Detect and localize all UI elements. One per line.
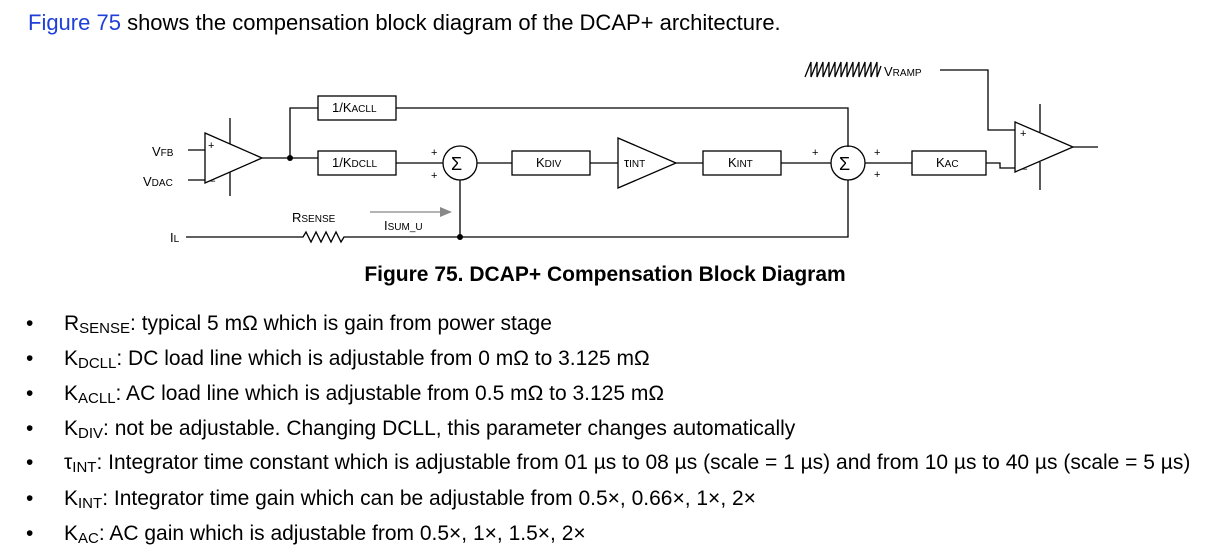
rsense-label: RSENSE: [292, 210, 336, 225]
figure-link[interactable]: Figure 75: [28, 10, 121, 35]
vramp-waveform: [804, 61, 882, 78]
figure-caption: Figure 75. DCAP+ Compensation Block Diag…: [364, 263, 846, 286]
isum-arrow: [370, 207, 452, 217]
il-label: IL: [170, 230, 180, 245]
vramp-line: [940, 69, 1015, 131]
plus-sign: +: [1020, 128, 1026, 140]
list-item: •RSENSE: typical 5 mΩ which is gain from…: [26, 312, 552, 337]
tint-label: τINT: [624, 155, 645, 170]
kdiv-label: KDIV: [536, 155, 562, 170]
isum-label: ISUM_U: [384, 218, 423, 233]
junction-dot: [457, 234, 463, 240]
rsense-resistor: [186, 230, 460, 244]
sum1-symbol: Σ: [451, 154, 462, 174]
list-item: •KDCLL: DC load line which is adjustable…: [26, 347, 650, 372]
kacll-label: 1/KACLL: [332, 100, 377, 115]
output-comparator: [1014, 121, 1075, 173]
vramp-label: VRAMP: [884, 64, 922, 79]
kdcll-label: 1/KDCLL: [332, 155, 378, 170]
list-item: •KDIV: not be adjustable. Changing DCLL,…: [26, 417, 796, 442]
kac-label: KAC: [936, 155, 959, 170]
intro-paragraph: Figure 75 shows the compensation block d…: [28, 8, 781, 38]
input-comparator: [204, 132, 264, 184]
list-item: •KINT: Integrator time gain which can be…: [26, 487, 756, 512]
tint-integrator: [617, 137, 678, 189]
minus-sign: –: [1021, 163, 1028, 175]
plus-sign: +: [431, 147, 437, 159]
list-item: •KAC: AC gain which is adjustable from 0…: [26, 522, 586, 547]
list-item: •KACLL: AC load line which is adjustable…: [26, 382, 665, 407]
junction-dot: [287, 155, 293, 161]
intro-text: shows the compensation block diagram of …: [120, 10, 781, 35]
list-item: •τINT: Integrator time constant which is…: [26, 451, 1191, 477]
plus-sign: +: [812, 147, 818, 159]
vdac-label: VDAC: [143, 174, 173, 189]
minus-sign: –: [209, 175, 216, 187]
plus-sign: +: [874, 147, 880, 159]
block-diagram: VRAMP 1/KACLL 1/KDCLL VFB VDAC IL RSENSE…: [143, 61, 1098, 245]
plus-sign: +: [208, 140, 214, 152]
plus-sign: +: [431, 170, 437, 182]
plus-sign: +: [874, 169, 880, 181]
parameter-list: •RSENSE: typical 5 mΩ which is gain from…: [0, 312, 1230, 557]
vfb-label: VFB: [152, 144, 174, 159]
kint-label: KINT: [728, 155, 753, 170]
sum2-symbol: Σ: [839, 154, 850, 174]
